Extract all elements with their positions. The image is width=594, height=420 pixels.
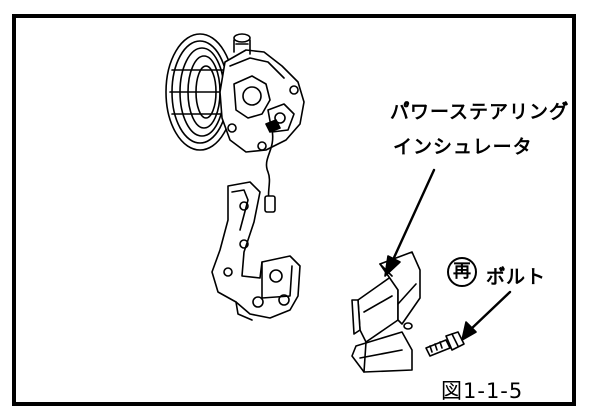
power-steering-pump	[219, 33, 305, 153]
bolt-leader-arrow	[461, 290, 512, 341]
insulator-label-line2: インシュレータ	[393, 136, 533, 158]
pump-bracket	[211, 181, 301, 321]
reuse-mark-icon: 再	[447, 257, 477, 287]
pump-pulley	[165, 33, 235, 151]
figure-number: 図1-1-5	[441, 379, 524, 403]
bolt-label: ボ゙ルト	[486, 266, 547, 288]
bolt	[425, 331, 465, 357]
insulator-label-line1: パ゚ワーステアリング゙	[390, 101, 570, 123]
pressure-switch-harness	[264, 129, 276, 213]
insulator-leader-arrow	[384, 168, 436, 277]
